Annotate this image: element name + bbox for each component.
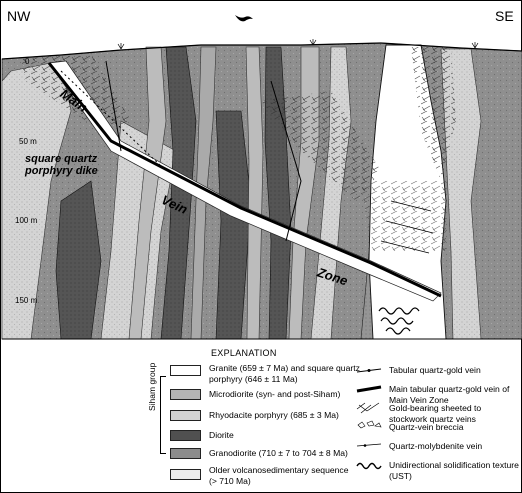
- legend-left-1: Granite (659 ± 7 Ma) and square quartz p…: [209, 363, 360, 385]
- breccia-icon: [357, 420, 382, 429]
- swatch-granite: [170, 365, 201, 376]
- se-label: SE: [495, 8, 514, 24]
- surface-line: [1, 42, 522, 60]
- cross-section: [1, 15, 522, 340]
- molybdenite-vein-icon: [356, 443, 382, 447]
- tabular-vein-2: [270, 80, 302, 242]
- tabular-vein-icon: [356, 368, 382, 373]
- breccia-zone: [361, 181, 446, 251]
- vegetation-icons: [117, 39, 479, 50]
- legend-left-4: Diorite: [209, 430, 234, 440]
- nw-label: NW: [7, 8, 31, 24]
- stockwork-zone-central: [261, 91, 381, 201]
- molybdenite-veins: [380, 200, 434, 254]
- legend-left-2: Microdiorite (syn- and post-Siham): [209, 389, 341, 399]
- siham-group-bracket: [160, 376, 166, 454]
- legend-right-3: Gold-bearing sheeted to stockwork quartz…: [389, 403, 482, 424]
- stockwork-zone-se: [411, 47, 456, 181]
- depth-label-150: 150 m: [15, 296, 38, 305]
- legend-right-4: Quartz-vein breccia: [389, 422, 464, 432]
- legend-right-2: Main tabular quartz-gold vein of Main Ve…: [389, 384, 510, 405]
- ust-texture: [378, 307, 420, 335]
- swatch-diorite: [170, 430, 201, 441]
- ust-icon: [356, 462, 382, 470]
- depth-label-0: 0: [25, 57, 30, 66]
- legend-left-5: Granodiorite (710 ± 7 to 704 ± 8 Ma): [209, 448, 348, 458]
- main-vein: [47, 62, 442, 298]
- main-vein-icon: [356, 385, 382, 393]
- swatch-microdiorite: [170, 389, 201, 400]
- legend-left-6-line2: (> 710 Ma): [209, 476, 251, 486]
- legend-left-1-line2: porphyry (646 ± 11 Ma): [209, 374, 298, 384]
- tabular-vein-3: [105, 60, 122, 152]
- legend-left-6-line1: Older volcanosedimentary sequence: [209, 465, 349, 475]
- legend-left-6: Older volcanosedimentary sequence (> 710…: [209, 465, 349, 487]
- depth-label-100: 100 m: [15, 216, 38, 225]
- siham-group-label: Siham group: [147, 362, 157, 411]
- dike-label-line1: square quartz: [25, 153, 98, 165]
- legend-title: EXPLANATION: [211, 348, 277, 358]
- legend-left-3: Rhyodacite porphyry (685 ± 3 Ma): [209, 410, 339, 420]
- swatch-granodiorite: [170, 448, 201, 459]
- bird-arrow-icon: [235, 15, 253, 22]
- diorite-body-3: [55, 180, 102, 340]
- legend-right-6: Unidirectional solidification texture (U…: [389, 460, 519, 481]
- swatch-rhyodacite: [170, 410, 201, 421]
- legend-right-1: Tabular quartz-gold vein: [389, 365, 481, 375]
- dike-label-line2: porphyry dike: [25, 165, 98, 177]
- swatch-volcanosedimentary: [170, 469, 201, 480]
- depth-label-50: 50 m: [19, 137, 37, 146]
- legend-left-1-line1: Granite (659 ± 7 Ma) and square quartz: [209, 363, 360, 373]
- dike-label: square quartz porphyry dike: [25, 153, 98, 177]
- stockwork-icon: [356, 402, 380, 414]
- legend-symbols: [356, 368, 382, 470]
- legend-right-5: Quartz-molybdenite vein: [389, 441, 483, 451]
